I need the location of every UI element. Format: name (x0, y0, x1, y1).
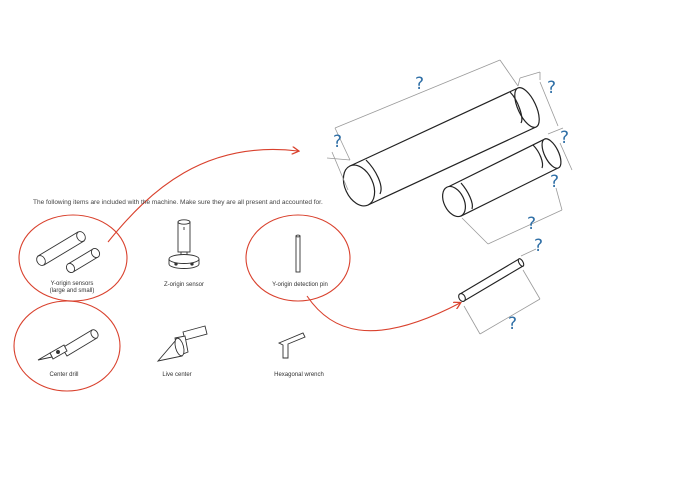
hex-wrench-icon (277, 332, 306, 359)
dimension-lines (326, 59, 573, 335)
question-mark-small-diameter: ? (550, 172, 560, 192)
live-center-label: Live center (162, 372, 192, 378)
small-sensor-drawing (441, 138, 562, 218)
highlight-center-drill (13, 300, 121, 392)
y-origin-pin-label: Y-origin detection pin (272, 282, 328, 288)
question-mark-pin-diameter: ? (534, 236, 544, 256)
highlight-circles (13, 214, 351, 392)
question-mark-pin-length: ? (508, 314, 518, 334)
question-mark-large-diameter: ? (333, 132, 343, 152)
z-origin-sensor-icon (168, 219, 200, 269)
large-sensor-drawing (342, 87, 540, 207)
pin-drawing (458, 258, 525, 302)
highlight-y-origin-pin (245, 214, 351, 302)
y-origin-sensors-icon (36, 231, 101, 274)
live-center-icon (156, 325, 208, 362)
z-origin-sensor-label: Z-origin sensor (163, 282, 204, 288)
y-origin-sensors-label: Y-origin sensors (large and small) (49, 281, 95, 294)
y-origin-pin-icon (295, 234, 301, 273)
intro-text: The following items are included with th… (33, 199, 323, 206)
question-mark-large-cap: ? (547, 78, 557, 98)
center-drill-label: Center drill (49, 372, 79, 378)
arrow-to-pin-detail (306, 295, 460, 332)
question-mark-small-length: ? (527, 214, 537, 234)
question-mark-small-cap: ? (560, 128, 570, 148)
center-drill-icon (37, 329, 99, 361)
arrow-to-sensors-detail (107, 149, 298, 243)
hex-wrench-label: Hexagonal wrench (274, 372, 324, 378)
question-mark-large-length: ? (415, 74, 425, 94)
